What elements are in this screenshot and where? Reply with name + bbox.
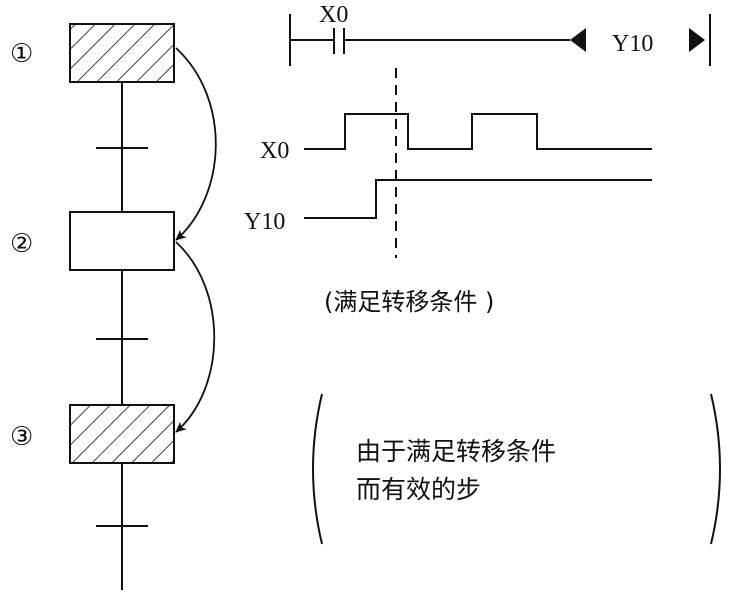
step-box-2 xyxy=(69,211,175,271)
note-line-2: 而有效的步 xyxy=(356,475,481,504)
note-right-paren xyxy=(710,393,721,545)
transition-condition-caption: (满足转移条件 ) xyxy=(324,288,494,316)
signal-y10-label: Y10 xyxy=(244,209,285,235)
step-box-3-active xyxy=(69,404,175,464)
step-box-1-active xyxy=(69,23,175,83)
note-left-paren xyxy=(312,393,323,545)
coil-right-triangle xyxy=(689,28,705,52)
activation-arrow-1-to-2 xyxy=(175,47,217,241)
step-number-1: ① xyxy=(10,39,33,69)
step-number-2: ② xyxy=(10,229,33,259)
note-block: 由于满足转移条件 而有效的步 xyxy=(312,393,721,545)
signal-x0-waveform xyxy=(304,113,652,150)
step-number-3: ③ xyxy=(10,422,33,452)
coil-y10-label: Y10 xyxy=(612,31,653,57)
signal-y10-waveform xyxy=(304,179,652,219)
ladder-rung: X0 Y10 xyxy=(289,2,711,66)
sfc-chain: ① ② ③ xyxy=(10,23,217,590)
contact-x0-label: X0 xyxy=(319,2,348,28)
timing-diagram: X0 Y10 (满足转移条件 ) xyxy=(244,68,652,316)
note-line-1: 由于满足转移条件 xyxy=(356,437,556,466)
coil-left-triangle xyxy=(570,28,586,52)
signal-x0-label: X0 xyxy=(260,138,289,164)
activation-arrow-2-to-3 xyxy=(175,241,216,433)
